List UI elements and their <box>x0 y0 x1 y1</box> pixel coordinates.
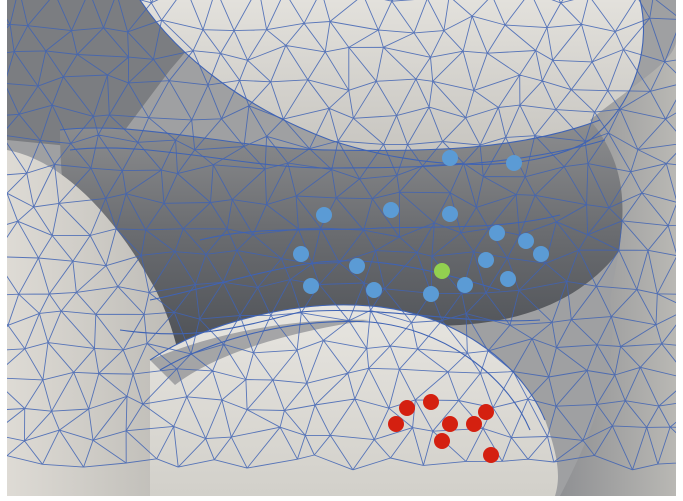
blue-landmark-point <box>349 258 365 274</box>
red-landmark-point <box>478 404 494 420</box>
blue-landmark-point <box>457 277 473 293</box>
blue-landmark-point <box>442 206 458 222</box>
blue-landmark-point <box>533 246 549 262</box>
wireframe-contour <box>59 119 601 152</box>
frame-border-right <box>676 0 683 501</box>
blue-landmark-point <box>293 246 309 262</box>
red-landmark-point <box>388 416 404 432</box>
red-landmark-point <box>434 433 450 449</box>
blue-landmark-point <box>442 150 458 166</box>
wireframe-edges <box>7 0 676 471</box>
red-landmark-point <box>442 416 458 432</box>
blue-landmark-point <box>506 155 522 171</box>
green-points-group <box>434 263 450 279</box>
blue-landmark-point <box>489 225 505 241</box>
wireframe-contour <box>159 320 531 431</box>
red-landmark-point <box>399 400 415 416</box>
red-points-group <box>388 394 499 463</box>
wireframe-contour <box>199 214 561 241</box>
wireframe-contour <box>149 304 546 421</box>
green-landmark-point <box>434 263 450 279</box>
frame-border-bottom <box>0 496 683 501</box>
blue-landmark-point <box>518 233 534 249</box>
red-landmark-point <box>466 416 482 432</box>
blue-landmark-point <box>423 286 439 302</box>
red-landmark-point <box>423 394 439 410</box>
mesh-region-top-bowl <box>140 0 644 165</box>
wireframe-contour <box>69 139 606 169</box>
red-landmark-point <box>483 447 499 463</box>
blue-landmark-point <box>303 278 319 294</box>
blue-landmark-point <box>478 252 494 268</box>
blue-landmark-point <box>383 202 399 218</box>
wireframe-contour <box>119 309 541 335</box>
blue-landmark-point <box>500 271 516 287</box>
blue-points-group <box>293 150 549 302</box>
frame-border <box>0 0 7 501</box>
blue-landmark-point <box>366 282 382 298</box>
blue-landmark-point <box>316 207 332 223</box>
